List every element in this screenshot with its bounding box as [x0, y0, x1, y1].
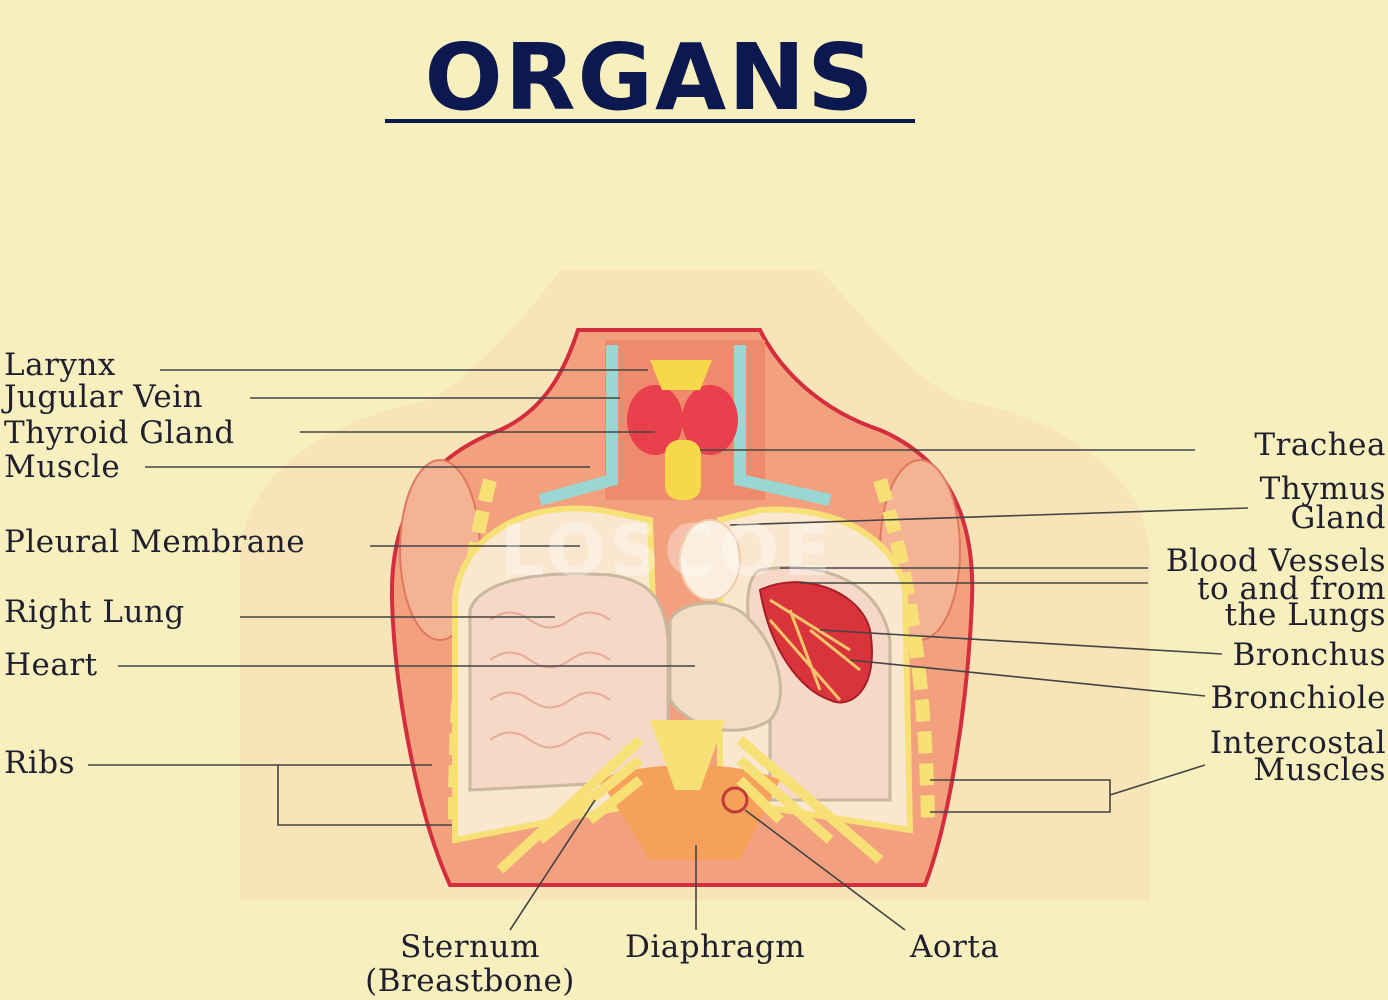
- trachea: [665, 440, 701, 500]
- label-thymus-line1: Thymus: [1259, 471, 1386, 507]
- label-thyroid-gland: Thyroid Gland: [4, 415, 235, 451]
- jugular-vein-right: [734, 345, 832, 506]
- title-underline: [385, 119, 915, 123]
- label-larynx: Larynx: [4, 347, 116, 383]
- rib-stripe-right: [873, 477, 935, 821]
- label-intercostal-line1: Intercostal: [1209, 725, 1386, 761]
- label-intercostal-line2: Muscles: [1253, 752, 1386, 788]
- label-sternum-line2: (Breastbone): [365, 963, 575, 999]
- lung-texture: [489, 611, 611, 749]
- label-aorta: Aorta: [910, 929, 1000, 965]
- label-blood-vessels-line3: the Lungs: [1224, 597, 1386, 633]
- thymus: [679, 519, 741, 601]
- label-ribs: Ribs: [4, 745, 76, 781]
- label-bronchus: Bronchus: [1232, 637, 1386, 673]
- diagram-title: ORGANS: [424, 24, 876, 131]
- label-blood-vessels-line1: Blood Vessels: [1165, 543, 1386, 579]
- larynx: [650, 360, 712, 390]
- label-diaphragm: Diaphragm: [625, 929, 806, 965]
- lower-ribs: [496, 736, 884, 874]
- thyroid-left-lobe: [627, 385, 683, 455]
- leader-lines: [88, 369, 1249, 931]
- label-right-lung: Right Lung: [4, 594, 185, 630]
- label-pleural-membrane: Pleural Membrane: [4, 524, 306, 560]
- aorta-circle: [721, 786, 749, 814]
- label-thymus-line2: Gland: [1290, 500, 1386, 536]
- label-jugular-vein: Jugular Vein: [4, 379, 204, 415]
- watermark: LOSCOE: [500, 510, 835, 592]
- jugular-vein-left: [538, 345, 618, 506]
- label-heart: Heart: [4, 647, 98, 683]
- right-lung: [468, 572, 670, 792]
- sternum: [650, 720, 725, 790]
- label-blood-vessels-line2: to and from: [1197, 571, 1386, 607]
- bronchiole-branches: [768, 598, 861, 701]
- label-muscle: Muscle: [4, 449, 121, 485]
- label-sternum-line1: Sternum: [400, 929, 540, 965]
- label-trachea: Trachea: [1254, 427, 1386, 463]
- label-bronchiole: Bronchiole: [1210, 680, 1386, 716]
- thyroid-right-lobe: [682, 385, 738, 455]
